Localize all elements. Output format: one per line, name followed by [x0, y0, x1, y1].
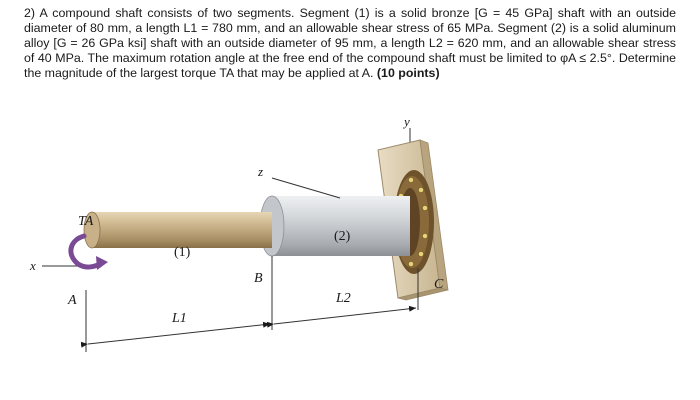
length-1-label: L1 — [171, 311, 187, 326]
y-axis-label: y — [402, 114, 410, 129]
x-axis-label: x — [29, 258, 36, 273]
problem-statement: 2) A compound shaft consists of two segm… — [24, 6, 676, 81]
torque-label: TA — [78, 214, 94, 229]
point-a-label: A — [67, 293, 77, 308]
segment-2-shaft — [259, 195, 410, 257]
z-axis-line — [271, 177, 341, 199]
problem-text: 2) A compound shaft consists of two segm… — [24, 6, 676, 80]
point-c-label: C — [434, 277, 444, 292]
dimension-line-l2 — [266, 305, 417, 328]
point-b-label: B — [254, 271, 263, 286]
torque-arrow — [68, 233, 108, 270]
dimension-line-l1 — [80, 321, 271, 348]
length-2-label: L2 — [335, 291, 351, 306]
segment-2-label: (2) — [334, 229, 351, 244]
segment-1-label: (1) — [174, 245, 191, 260]
z-axis-label: z — [257, 164, 263, 179]
segment-1-shaft — [83, 211, 272, 249]
problem-points: (10 points) — [376, 66, 440, 80]
